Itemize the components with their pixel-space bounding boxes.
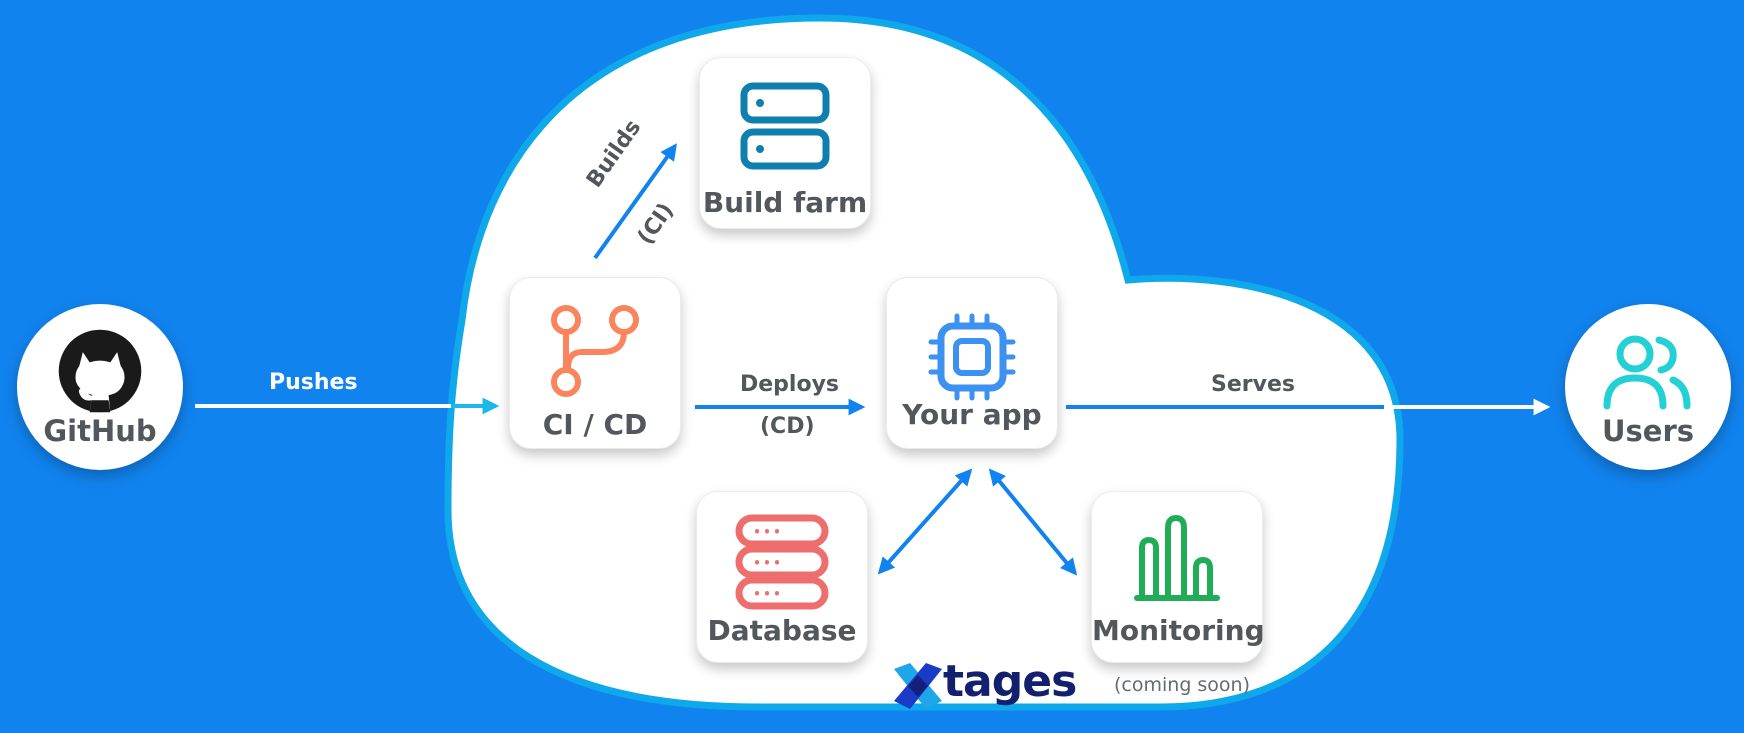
monitoring-node: Monitoring [1091, 491, 1265, 663]
users-node: Users [1565, 304, 1731, 470]
monitoring-label: Monitoring [1092, 614, 1265, 647]
deploys-cd-label: (CD) [760, 414, 815, 439]
monitoring-status-note: (coming soon) [1114, 674, 1251, 696]
server-stack-icon [740, 82, 830, 170]
bar-chart-icon [1134, 514, 1220, 601]
database-label: Database [707, 614, 857, 647]
build-farm-label: Build farm [702, 186, 868, 219]
database-icon [735, 514, 829, 610]
pushes-label: Pushes [269, 370, 358, 395]
cicd-label: CI / CD [542, 408, 648, 441]
database-node: Database [696, 491, 868, 663]
users-icon [1603, 335, 1691, 410]
cpu-chip-icon [928, 313, 1016, 401]
build-farm-node: Build farm [699, 57, 871, 229]
cicd-node: CI / CD [509, 277, 681, 449]
users-label: Users [1601, 414, 1695, 448]
github-label: GitHub [43, 414, 157, 448]
serves-label: Serves [1211, 372, 1295, 397]
xtages-logo-icon [894, 663, 942, 709]
your-app-label: Your app [902, 398, 1042, 431]
github-octocat-icon [58, 329, 142, 413]
git-branch-icon [551, 305, 639, 397]
your-app-node: Your app [886, 277, 1058, 449]
xtages-logo-text: tages [943, 656, 1077, 707]
github-node: GitHub [17, 304, 183, 470]
deploys-label: Deploys [740, 372, 840, 397]
